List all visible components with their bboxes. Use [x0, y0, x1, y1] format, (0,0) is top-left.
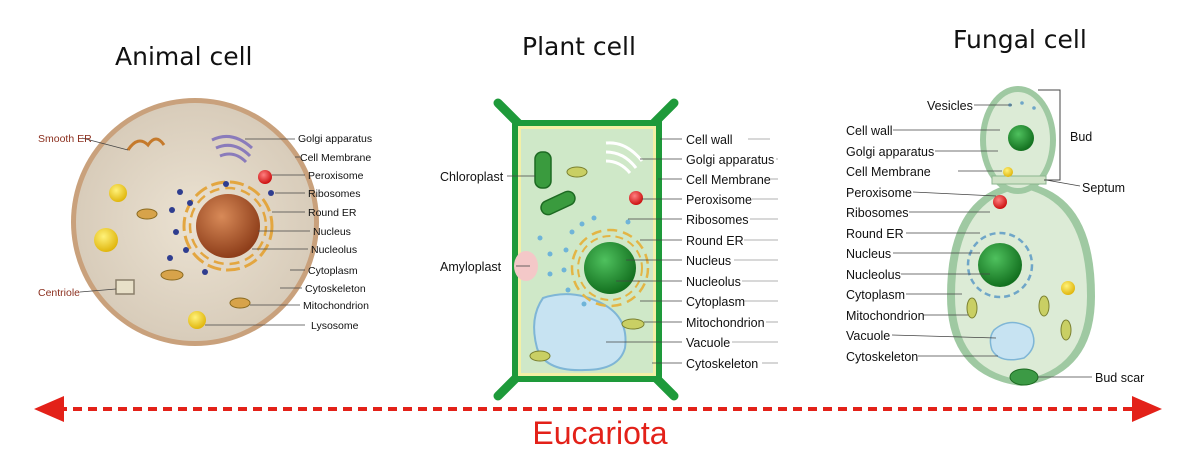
arrow-left-head	[34, 396, 64, 422]
plant-label-nucleus: Nucleus	[686, 254, 731, 268]
fungal-cell	[947, 86, 1095, 386]
eucariota-double-arrow	[34, 396, 1162, 422]
animal-cell	[71, 98, 319, 346]
plant-label-amyloplast: Amyloplast	[440, 260, 502, 274]
animal-label-peroxisome: Peroxisome	[308, 170, 364, 182]
fungal-label-golgi: Golgi apparatus	[846, 145, 934, 159]
fungal-label-cell-membrane: Cell Membrane	[846, 165, 931, 179]
plant-golgi	[605, 141, 644, 174]
plant-label-cell-wall: Cell wall	[686, 133, 733, 147]
fungal-label-ribosomes: Ribosomes	[846, 206, 909, 220]
animal-cell-title: Animal cell	[115, 42, 253, 71]
plant-mitochondrion	[621, 318, 645, 330]
animal-nucleus	[196, 194, 260, 258]
plant-label-vacuole: Vacuole	[686, 336, 730, 350]
eucariota-label: Eucariota	[532, 415, 668, 451]
plant-label-chloroplast: Chloroplast	[440, 170, 504, 184]
animal-label-cytoskeleton: Cytoskeleton	[305, 283, 366, 295]
plant-cell-title: Plant cell	[522, 32, 636, 61]
fungal-vacuole	[989, 321, 1035, 361]
plant-chloroplast	[534, 151, 552, 189]
fungal-label-round-er: Round ER	[846, 227, 904, 241]
animal-lysosome	[188, 311, 206, 329]
plant-label-nucleolus: Nucleolus	[686, 275, 741, 289]
fungal-label-vesicles: Vesicles	[927, 99, 973, 113]
animal-smooth-er	[126, 137, 166, 151]
animal-mitochondrion	[229, 297, 251, 309]
arrow-right-head	[1132, 396, 1162, 422]
plant-peroxisome	[629, 191, 643, 205]
animal-centriole	[115, 279, 135, 295]
animal-label-centriole: Centriole	[38, 287, 80, 299]
fungal-septum	[991, 175, 1047, 185]
fungal-label-cell-wall: Cell wall	[846, 124, 893, 138]
animal-golgi	[211, 134, 254, 164]
fungal-label-bud: Bud	[1070, 130, 1092, 144]
animal-label-cell-membrane: Cell Membrane	[300, 152, 371, 164]
plant-nucleus	[584, 242, 636, 294]
animal-label-smooth-er: Smooth ER	[38, 133, 92, 145]
fungal-label-nucleus: Nucleus	[846, 247, 891, 261]
fungal-peroxisome	[993, 195, 1007, 209]
fungal-label-nucleolus: Nucleolus	[846, 268, 901, 282]
plant-label-peroxisome: Peroxisome	[686, 193, 752, 207]
fungal-nucleus	[978, 243, 1022, 287]
fungal-cytoplasm	[955, 188, 1087, 380]
fungal-label-cytoplasm: Cytoplasm	[846, 288, 905, 302]
plant-label-ribosomes: Ribosomes	[686, 213, 749, 227]
plant-label-round-er: Round ER	[686, 234, 744, 248]
animal-label-cytoplasm: Cytoplasm	[308, 265, 358, 277]
animal-peroxisome	[258, 170, 272, 184]
fungal-mitochondrion	[966, 297, 978, 319]
fungal-label-cytoskeleton: Cytoskeleton	[846, 350, 918, 364]
animal-label-nucleolus: Nucleolus	[311, 244, 357, 256]
animal-label-lysosome: Lysosome	[311, 320, 359, 332]
animal-label-nucleus: Nucleus	[313, 226, 351, 238]
plant-ribosomes	[537, 215, 631, 307]
animal-label-golgi: Golgi apparatus	[298, 133, 372, 145]
animal-ribosomes	[167, 181, 274, 275]
fungal-label-septum: Septum	[1082, 181, 1125, 195]
plant-label-mitochondrion: Mitochondrion	[686, 316, 765, 330]
fungal-label-peroxisome: Peroxisome	[846, 186, 912, 200]
plant-label-golgi: Golgi apparatus	[686, 153, 774, 167]
animal-label-mitochondrion: Mitochondrion	[303, 300, 369, 312]
plant-vacuole	[533, 293, 627, 372]
fungal-cell-title: Fungal cell	[953, 25, 1087, 54]
plant-label-cell-membrane: Cell Membrane	[686, 173, 771, 187]
animal-cytoplasm	[76, 103, 314, 341]
fungal-label-bud-scar: Bud scar	[1095, 371, 1144, 385]
plant-label-cytoplasm: Cytoplasm	[686, 295, 745, 309]
fungal-label-mitochondrion: Mitochondrion	[846, 309, 925, 323]
plant-label-cytoskeleton: Cytoskeleton	[686, 357, 758, 371]
fungal-label-vacuole: Vacuole	[846, 329, 890, 343]
plant-cell	[493, 98, 679, 401]
fungal-bud-scar	[1009, 368, 1039, 386]
animal-label-round-er: Round ER	[308, 207, 357, 219]
animal-label-ribosomes: Ribosomes	[308, 188, 361, 200]
